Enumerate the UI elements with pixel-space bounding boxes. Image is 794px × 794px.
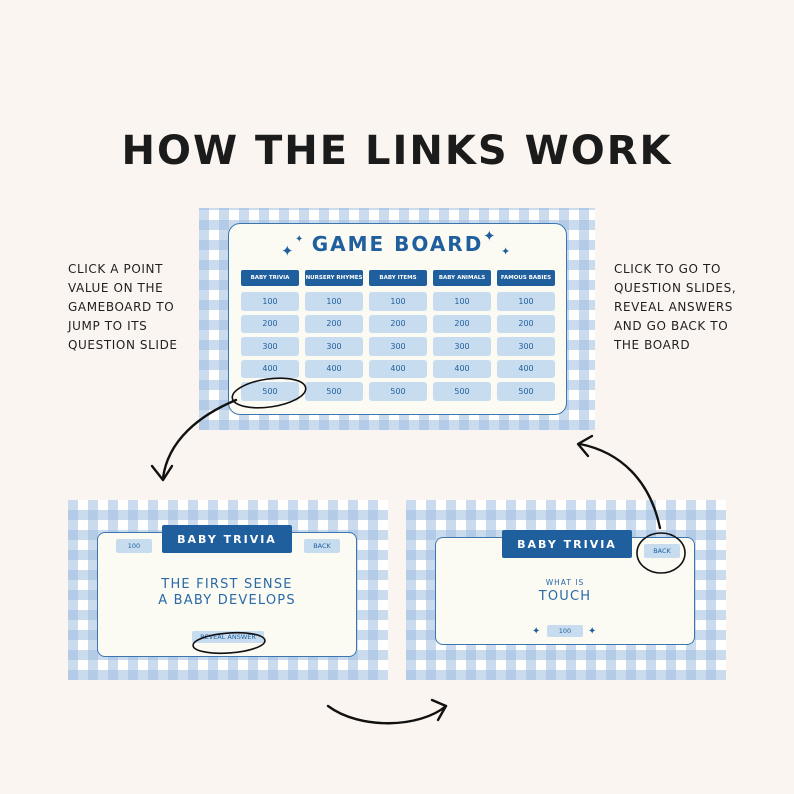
category-banner: BABY TRIVIA — [502, 530, 632, 558]
instruction-right-line: REVEAL ANSWERS — [614, 300, 734, 314]
point-value-button[interactable]: 300 — [497, 337, 555, 356]
instruction-right: CLICK TO GO TO QUESTION SLIDES, REVEAL A… — [614, 260, 764, 355]
point-value-button[interactable]: 100 — [305, 292, 363, 311]
sparkle-icon: ✦ — [295, 234, 304, 245]
point-value-button[interactable]: 100 — [369, 292, 427, 311]
instruction-right-line: AND GO BACK TO — [614, 319, 729, 333]
back-button[interactable]: BACK — [304, 539, 340, 553]
category-column: NURSERY RHYMES 100 200 300 400 500 — [305, 270, 363, 401]
point-value-button[interactable]: 500 — [433, 382, 491, 401]
instruction-left-line: GAMEBOARD TO — [68, 300, 175, 314]
point-value-button[interactable]: 100 — [497, 292, 555, 311]
point-value-button[interactable]: 400 — [241, 359, 299, 378]
point-value-button[interactable]: 300 — [369, 337, 427, 356]
instruction-right-line: CLICK TO GO TO — [614, 262, 721, 276]
point-value-button[interactable]: 200 — [241, 314, 299, 333]
category-column: BABY ITEMS 100 200 300 400 500 — [369, 270, 427, 401]
point-value-button[interactable]: 500 — [305, 382, 363, 401]
point-value-button[interactable]: 400 — [497, 359, 555, 378]
point-value-button[interactable]: 200 — [433, 314, 491, 333]
arrowhead — [576, 434, 594, 458]
point-value-button[interactable]: 500 — [369, 382, 427, 401]
point-value-button[interactable]: 200 — [497, 314, 555, 333]
question-text: THE FIRST SENSE A BABY DEVELOPS — [98, 577, 356, 609]
arrow-path — [326, 704, 448, 725]
sparkle-icon: ✦ — [532, 626, 541, 637]
sparkle-icon: ✦ — [588, 626, 597, 637]
category-banner: BABY TRIVIA — [162, 525, 292, 553]
point-value-button[interactable]: 400 — [433, 359, 491, 378]
category-column: FAMOUS BABIES 100 200 300 400 500 — [497, 270, 555, 401]
arrowhead — [150, 464, 174, 482]
sparkle-icon: ✦ — [483, 227, 496, 245]
category-header: NURSERY RHYMES — [305, 270, 363, 286]
answer-text: TOUCH — [538, 589, 592, 604]
point-value-button[interactable]: 100 — [433, 292, 491, 311]
page-title: HOW THE LINKS WORK — [121, 128, 673, 174]
point-value-button[interactable]: 200 — [369, 314, 427, 333]
instruction-left-line: VALUE ON THE — [68, 281, 164, 295]
back-button[interactable]: BACK — [644, 544, 680, 558]
point-value-button[interactable]: 300 — [433, 337, 491, 356]
game-board-card: ✦ ✦ GAME BOARD ✦ ✦ BABY TRIVIA 100 200 3… — [228, 223, 567, 415]
instruction-right-line: QUESTION SLIDES, — [614, 281, 737, 295]
category-header: BABY TRIVIA — [241, 270, 299, 286]
category-column: BABY ANIMALS 100 200 300 400 500 — [433, 270, 491, 401]
category-header: FAMOUS BABIES — [497, 270, 555, 286]
game-board-title: GAME BOARD — [311, 232, 484, 256]
instruction-left-line: CLICK A POINT — [68, 262, 164, 276]
point-value-button[interactable]: 500 — [241, 382, 299, 401]
question-slide: 100 BABY TRIVIA BACK THE FIRST SENSE A B… — [68, 500, 388, 680]
answer-slide: BABY TRIVIA BACK WHAT IS TOUCH ✦ 100 ✦ — [406, 500, 726, 680]
points-badge: 100 — [116, 539, 152, 553]
game-board-slide: ✦ ✦ GAME BOARD ✦ ✦ BABY TRIVIA 100 200 3… — [199, 208, 595, 430]
instruction-left-line: JUMP TO ITS — [68, 319, 148, 333]
question-line: THE FIRST SENSE — [161, 577, 293, 592]
game-board-grid: BABY TRIVIA 100 200 300 400 500 NURSERY … — [241, 270, 555, 401]
points-badge: 100 — [547, 625, 583, 637]
point-value-button[interactable]: 200 — [305, 314, 363, 333]
answer-card: BABY TRIVIA BACK WHAT IS TOUCH ✦ 100 ✦ — [435, 530, 695, 645]
instruction-right-line: THE BOARD — [614, 338, 691, 352]
instruction-left: CLICK A POINT VALUE ON THE GAMEBOARD TO … — [68, 260, 188, 355]
point-value-button[interactable]: 300 — [305, 337, 363, 356]
point-value-button[interactable]: 400 — [369, 359, 427, 378]
category-header: BABY ITEMS — [369, 270, 427, 286]
question-card: 100 BABY TRIVIA BACK THE FIRST SENSE A B… — [97, 525, 357, 657]
category-column: BABY TRIVIA 100 200 300 400 500 — [241, 270, 299, 401]
answer-prompt: WHAT IS — [545, 578, 585, 587]
reveal-answer-button[interactable]: REVEAL ANSWER — [192, 631, 264, 643]
question-line: A BABY DEVELOPS — [158, 593, 296, 608]
sparkle-icon: ✦ — [281, 242, 294, 260]
instruction-left-line: QUESTION SLIDE — [68, 338, 178, 352]
point-value-button[interactable]: 500 — [497, 382, 555, 401]
point-value-button[interactable]: 300 — [241, 337, 299, 356]
sparkle-icon: ✦ — [501, 245, 511, 258]
arrowhead — [430, 698, 448, 722]
point-value-button[interactable]: 100 — [241, 292, 299, 311]
category-header: BABY ANIMALS — [433, 270, 491, 286]
point-value-button[interactable]: 400 — [305, 359, 363, 378]
